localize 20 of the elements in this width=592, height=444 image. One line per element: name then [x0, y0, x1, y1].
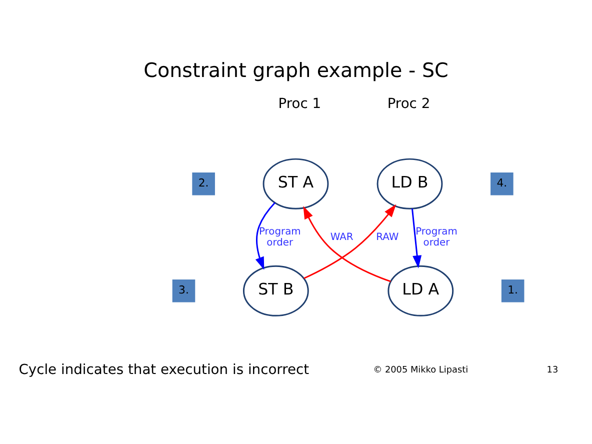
- label: Proc 2: [387, 96, 430, 112]
- diagram-title: Constraint graph example - SC: [144, 58, 448, 82]
- edge-label: WAR: [330, 231, 354, 242]
- label: © 2005 Mikko Lipasti: [373, 364, 468, 375]
- node-ellipse: LD A: [388, 264, 454, 316]
- arrow: [411, 208, 422, 268]
- node-ellipse: ST A: [262, 158, 329, 209]
- edge-label: Program order: [416, 226, 458, 248]
- node-box: 4.: [490, 172, 514, 195]
- arrow: [255, 202, 276, 270]
- node-ellipse: LD B: [376, 158, 443, 209]
- node-box: 1.: [501, 279, 524, 302]
- edge-label: RAW: [376, 231, 399, 242]
- label: 13: [546, 364, 558, 375]
- node-box: 3.: [172, 279, 196, 302]
- node-box: 2.: [192, 172, 215, 195]
- node-ellipse: ST B: [242, 264, 309, 316]
- label: Cycle indicates that execution is incorrect: [18, 361, 310, 378]
- edge-label: Program order: [258, 226, 301, 248]
- label: Proc 1: [278, 96, 322, 112]
